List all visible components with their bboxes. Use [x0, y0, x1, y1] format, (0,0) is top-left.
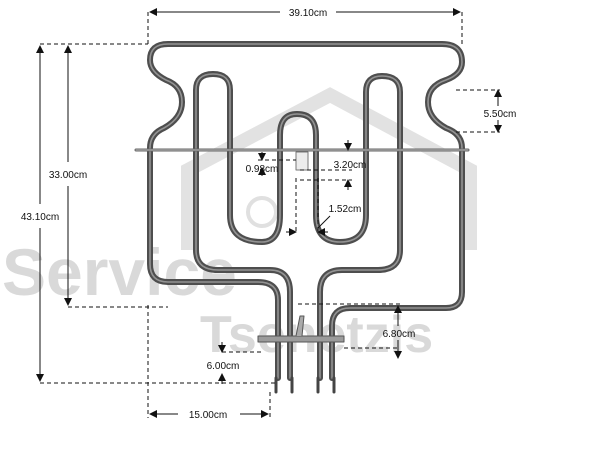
label-overall-width: 39.10cm — [289, 8, 327, 19]
label-right-gap: 3.20cm — [334, 160, 367, 171]
house-outline-icon — [181, 87, 477, 250]
label-terminal-height: 6.80cm — [383, 329, 416, 340]
label-inner-height: 33.00cm — [49, 170, 87, 181]
label-loop-spacing: 1.52cm — [329, 204, 362, 215]
center-clip — [295, 151, 309, 171]
terminal-bracket — [257, 335, 345, 343]
terminal-pins — [274, 376, 336, 394]
label-overall-height: 43.10cm — [21, 212, 59, 223]
label-terminal-length: 6.00cm — [207, 361, 240, 372]
dimension-labels: 39.10cm 43.10cm 33.00cm 5.50cm 3.20cm 0.… — [21, 8, 517, 421]
label-top-step: 5.50cm — [484, 109, 517, 120]
dimension-lines — [36, 8, 502, 418]
label-bottom-offset: 15.00cm — [189, 410, 227, 421]
label-small-gap: 0.98cm — [246, 164, 279, 175]
watermark-line1: Service — [2, 235, 237, 309]
bulb-icon — [246, 196, 278, 228]
terminal-tab — [295, 315, 305, 337]
heating-element — [134, 41, 470, 394]
